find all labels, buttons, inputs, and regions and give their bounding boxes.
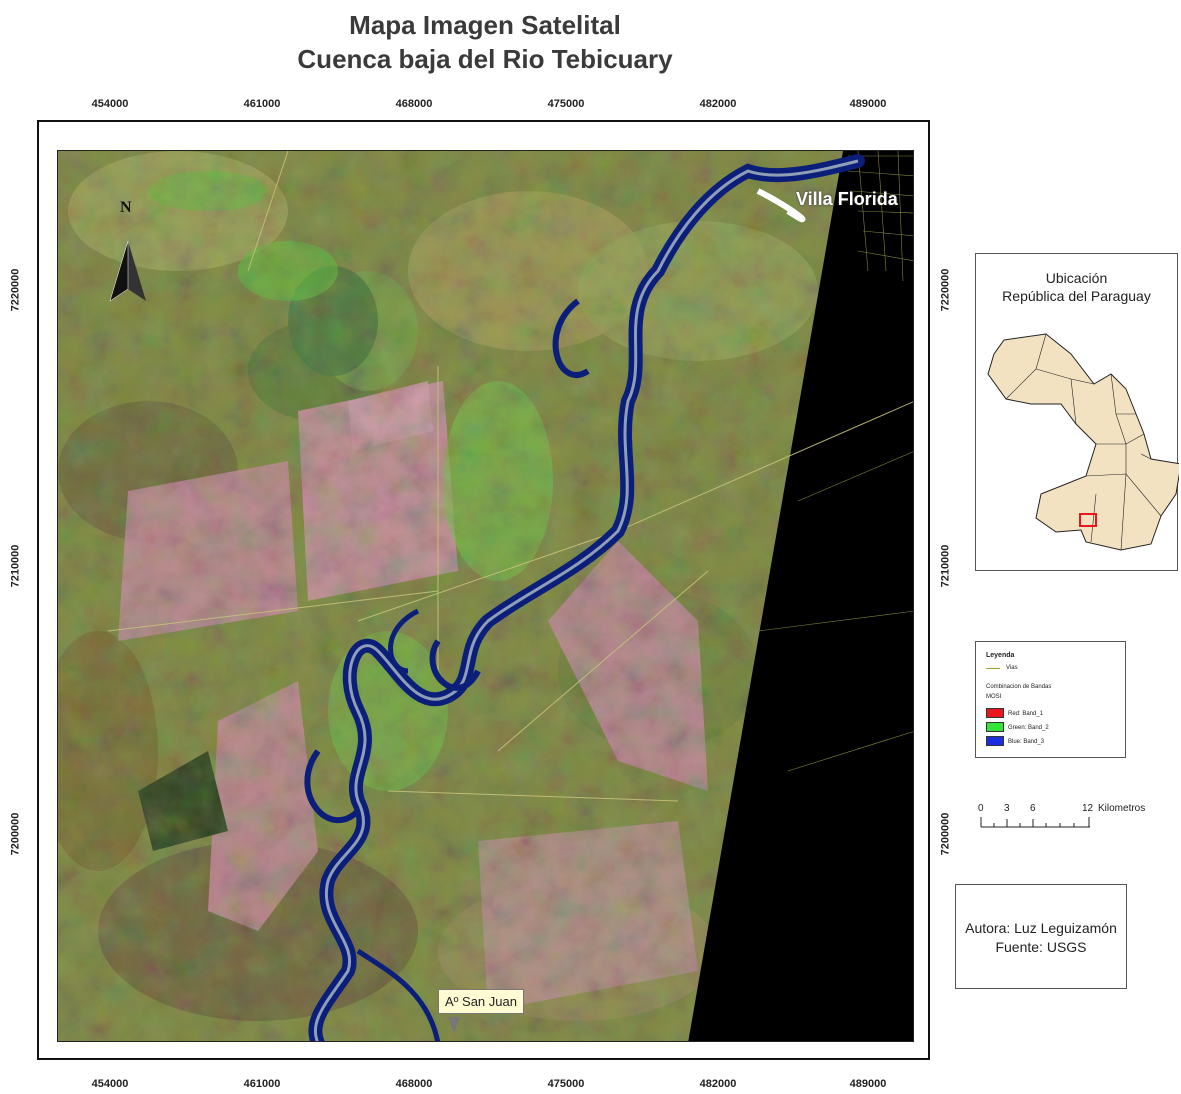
scale-label-3: 3: [1004, 803, 1010, 814]
legend-item-green: Green: Band_2: [1008, 725, 1049, 731]
map-subtitle: Cuenca baja del Rio Tebicuary: [297, 44, 673, 74]
credit-author: Autora: Luz Leguizamón: [965, 920, 1117, 936]
x-tick-label-top: 461000: [243, 98, 281, 110]
legend-roads-label: Vias: [1006, 665, 1018, 671]
legend-box: Leyenda Vias Combinacion de Bandas MOSI …: [975, 641, 1126, 758]
scale-bar-ticks: [980, 817, 1090, 828]
inset-title-line2: República del Paraguay: [1002, 288, 1151, 304]
city-label-villa-florida: Villa Florida: [796, 189, 898, 209]
x-tick-label-bottom: 482000: [699, 1078, 737, 1090]
x-tick-label-top: 454000: [91, 98, 129, 110]
study-area-marker: [1079, 513, 1097, 527]
callout-pointer: [448, 1017, 460, 1033]
department-boundaries: [1005, 333, 1162, 551]
x-tick-label-bottom: 475000: [547, 1078, 585, 1090]
x-tick-label-top: 468000: [395, 98, 433, 110]
y-tick-label-right: 7220000: [939, 268, 952, 312]
x-tick-label-top: 489000: [849, 98, 887, 110]
satellite-imagery-svg: [58, 151, 913, 1041]
map-title: Mapa Imagen Satelital: [349, 10, 621, 40]
y-tick-label-left: 7210000: [9, 544, 22, 588]
y-tick-label-left: 7220000: [9, 268, 22, 312]
map-neatline: [37, 120, 930, 1060]
x-tick-label-top: 475000: [547, 98, 585, 110]
x-tick-label-bottom: 461000: [243, 1078, 281, 1090]
y-tick-label-right: 7210000: [939, 544, 952, 588]
y-tick-label-left: 7200000: [9, 812, 22, 856]
x-tick-label-top: 482000: [699, 98, 737, 110]
north-label: N: [120, 199, 132, 216]
legend-swatch-blue: [986, 736, 1004, 746]
inset-title-line1: Ubicación: [1045, 270, 1108, 286]
credits-box: Autora: Luz Leguizamón Fuente: USGS: [955, 884, 1127, 989]
legend-bands-subtitle: MOSI: [986, 694, 1002, 700]
scale-label-6: 6: [1030, 803, 1036, 814]
paraguay-map-svg: [987, 333, 1179, 551]
stream-san-juan: [356, 948, 441, 1041]
x-tick-label-bottom: 468000: [395, 1078, 433, 1090]
location-inset: Ubicación República del Paraguay: [975, 253, 1179, 571]
legend-item-blue: Blue: Band_3: [1008, 739, 1045, 745]
legend-swatch-green: [986, 722, 1004, 732]
scale-label-0: 0: [978, 803, 984, 814]
y-tick-label-right: 7200000: [939, 812, 952, 856]
legend-bands-title: Combinacion de Bandas: [986, 684, 1052, 690]
legend-title: Leyenda: [986, 652, 1015, 659]
no-data-area: [688, 151, 913, 1041]
x-tick-label-bottom: 454000: [91, 1078, 129, 1090]
scale-label-12: 12: [1082, 803, 1094, 814]
legend-swatch-red: [986, 708, 1004, 718]
x-tick-label-bottom: 489000: [849, 1078, 887, 1090]
scale-unit: Kilometros: [1098, 803, 1146, 814]
legend-item-red: Red: Band_1: [1008, 711, 1044, 717]
roads-legend-line: [986, 668, 1000, 669]
stream-callout: Aº San Juan: [438, 989, 524, 1014]
north-arrow-icon: [109, 240, 146, 302]
city-roads: [757, 151, 913, 772]
satellite-image[interactable]: Villa Florida N Aº San Juan: [57, 150, 914, 1042]
credit-source: Fuente: USGS: [995, 939, 1087, 955]
paraguay-outline: [987, 333, 1179, 551]
